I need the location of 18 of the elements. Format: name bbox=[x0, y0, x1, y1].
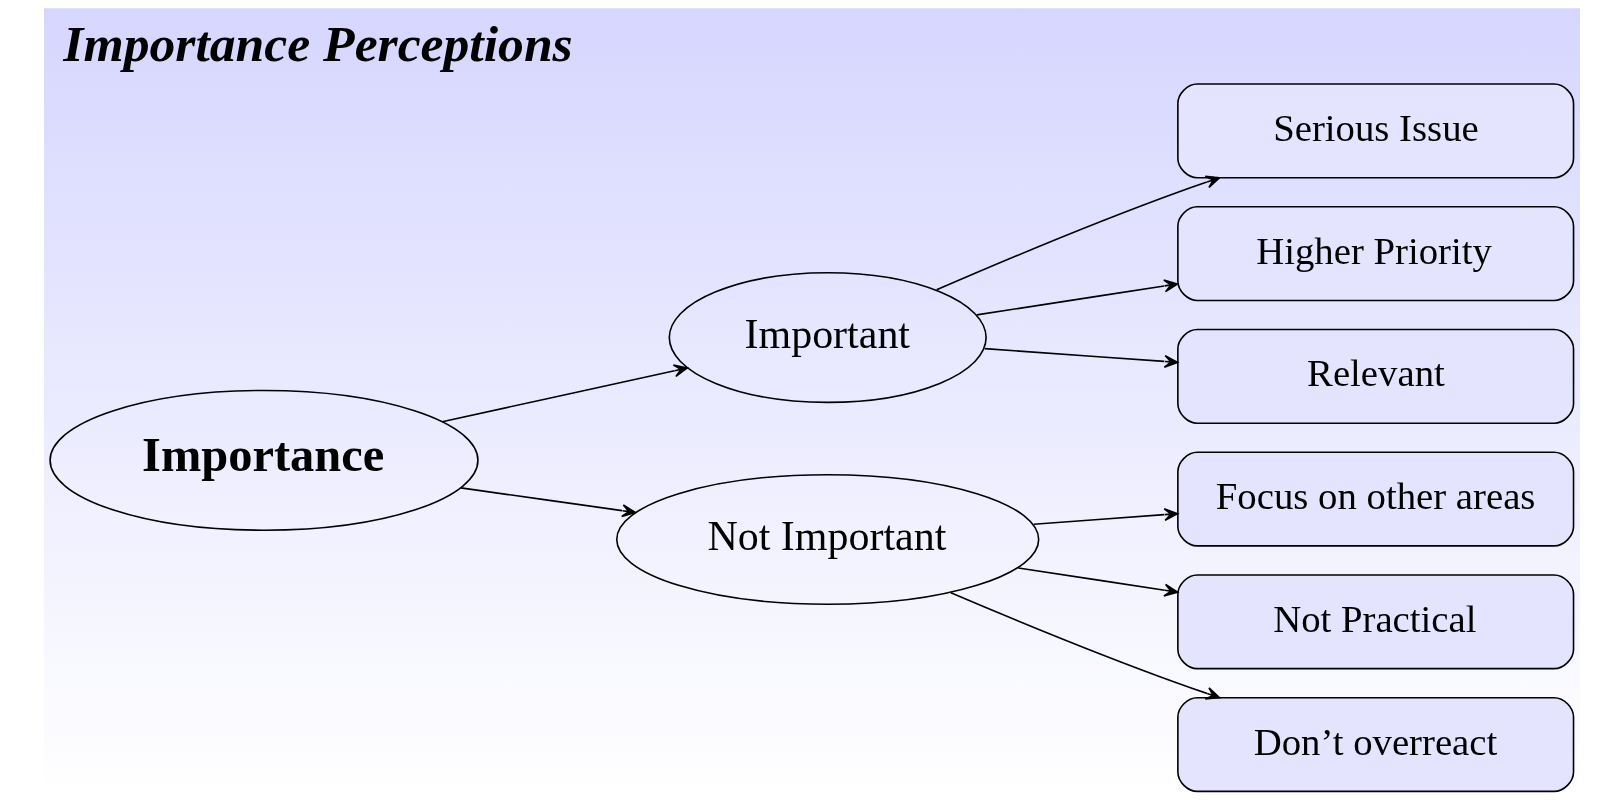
node-ellipse: Importance bbox=[48, 389, 479, 531]
node-box: Not Practical bbox=[1176, 574, 1574, 670]
diagram-title: Importance Perceptions bbox=[62, 14, 573, 72]
arrow bbox=[1017, 567, 1178, 597]
node-ellipse: Important bbox=[668, 272, 987, 404]
node-ellipse: Not Important bbox=[615, 473, 1039, 606]
arrow bbox=[983, 347, 1178, 369]
node-box: Focus on other areas bbox=[1176, 451, 1574, 547]
arrow bbox=[949, 591, 1220, 700]
arrow bbox=[440, 364, 688, 423]
node-box: Serious Issue bbox=[1176, 83, 1574, 179]
arrow bbox=[1032, 508, 1178, 526]
arrow bbox=[459, 487, 636, 518]
node-box: Higher Priority bbox=[1176, 205, 1574, 302]
arrow bbox=[975, 279, 1178, 316]
node-box: Don’t overreact bbox=[1176, 696, 1574, 793]
arrow bbox=[935, 175, 1220, 291]
node-box: Relevant bbox=[1176, 328, 1574, 424]
